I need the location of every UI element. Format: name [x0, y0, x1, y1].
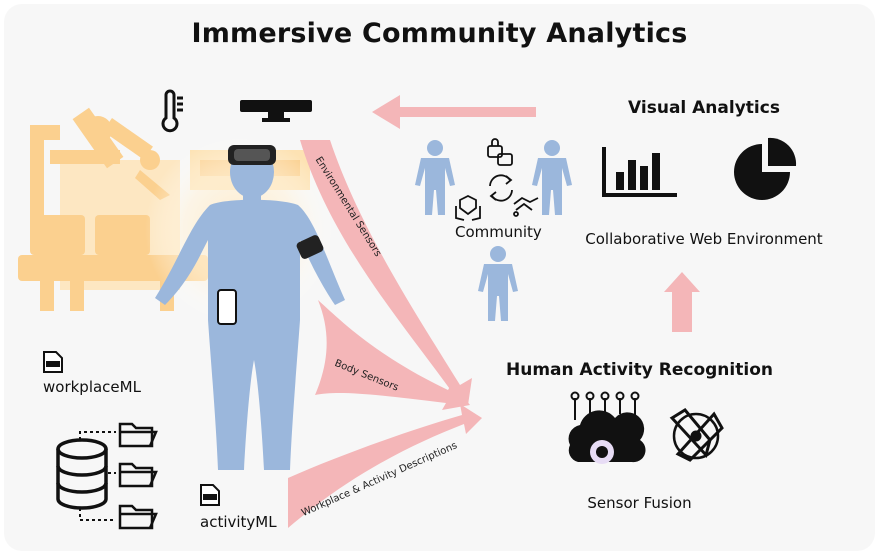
community-person-bottom — [478, 246, 518, 321]
visual-analytics-title: Visual Analytics — [628, 98, 780, 118]
connector-lines — [79, 431, 116, 521]
factory-robot-icon — [18, 107, 310, 311]
arrow-label-environmental: Environmental Sensors — [312, 155, 384, 259]
smartphone-icon — [217, 289, 237, 325]
folder-icon-top — [118, 422, 154, 448]
database-icon — [56, 438, 108, 510]
refresh-cycle-icon — [489, 174, 513, 202]
arrow-to-sensors — [372, 95, 536, 129]
folder-icons — [118, 422, 158, 530]
page-title: Immersive Community Analytics — [191, 18, 688, 49]
arrow-body-sensors — [315, 300, 470, 410]
wristband-icon — [296, 235, 324, 259]
folder-icon-middle — [118, 462, 154, 488]
vr-headset-icon — [228, 145, 276, 165]
workplaceml-label: workplaceML — [43, 378, 141, 396]
human-figure — [155, 146, 345, 470]
thermometer-icon — [161, 89, 183, 133]
xml-file-icon-activity — [200, 484, 220, 506]
community-icons — [455, 138, 539, 221]
har-subtitle: Sensor Fusion — [587, 494, 692, 512]
glow-effect — [145, 135, 335, 325]
har-title: Human Activity Recognition — [506, 360, 773, 380]
folder-icon-bottom — [118, 504, 154, 530]
arrow-up-to-visual-analytics — [664, 272, 700, 332]
arrow-label-workplace: Workplace & Activity Descriptions — [300, 440, 459, 520]
handshake-icon — [513, 196, 539, 217]
xml-file-icon-workplace — [43, 351, 63, 373]
chat-lock-icon — [487, 138, 513, 166]
visual-analytics-subtitle: Collaborative Web Environment — [585, 230, 823, 248]
arrow-label-body: Body Sensors — [332, 358, 400, 394]
hands-shield-icon — [455, 194, 481, 221]
community-label: Community — [455, 223, 542, 241]
activityml-label: activityML — [200, 513, 277, 531]
kinect-sensor-icon — [240, 100, 312, 122]
community-person-left — [415, 140, 455, 215]
